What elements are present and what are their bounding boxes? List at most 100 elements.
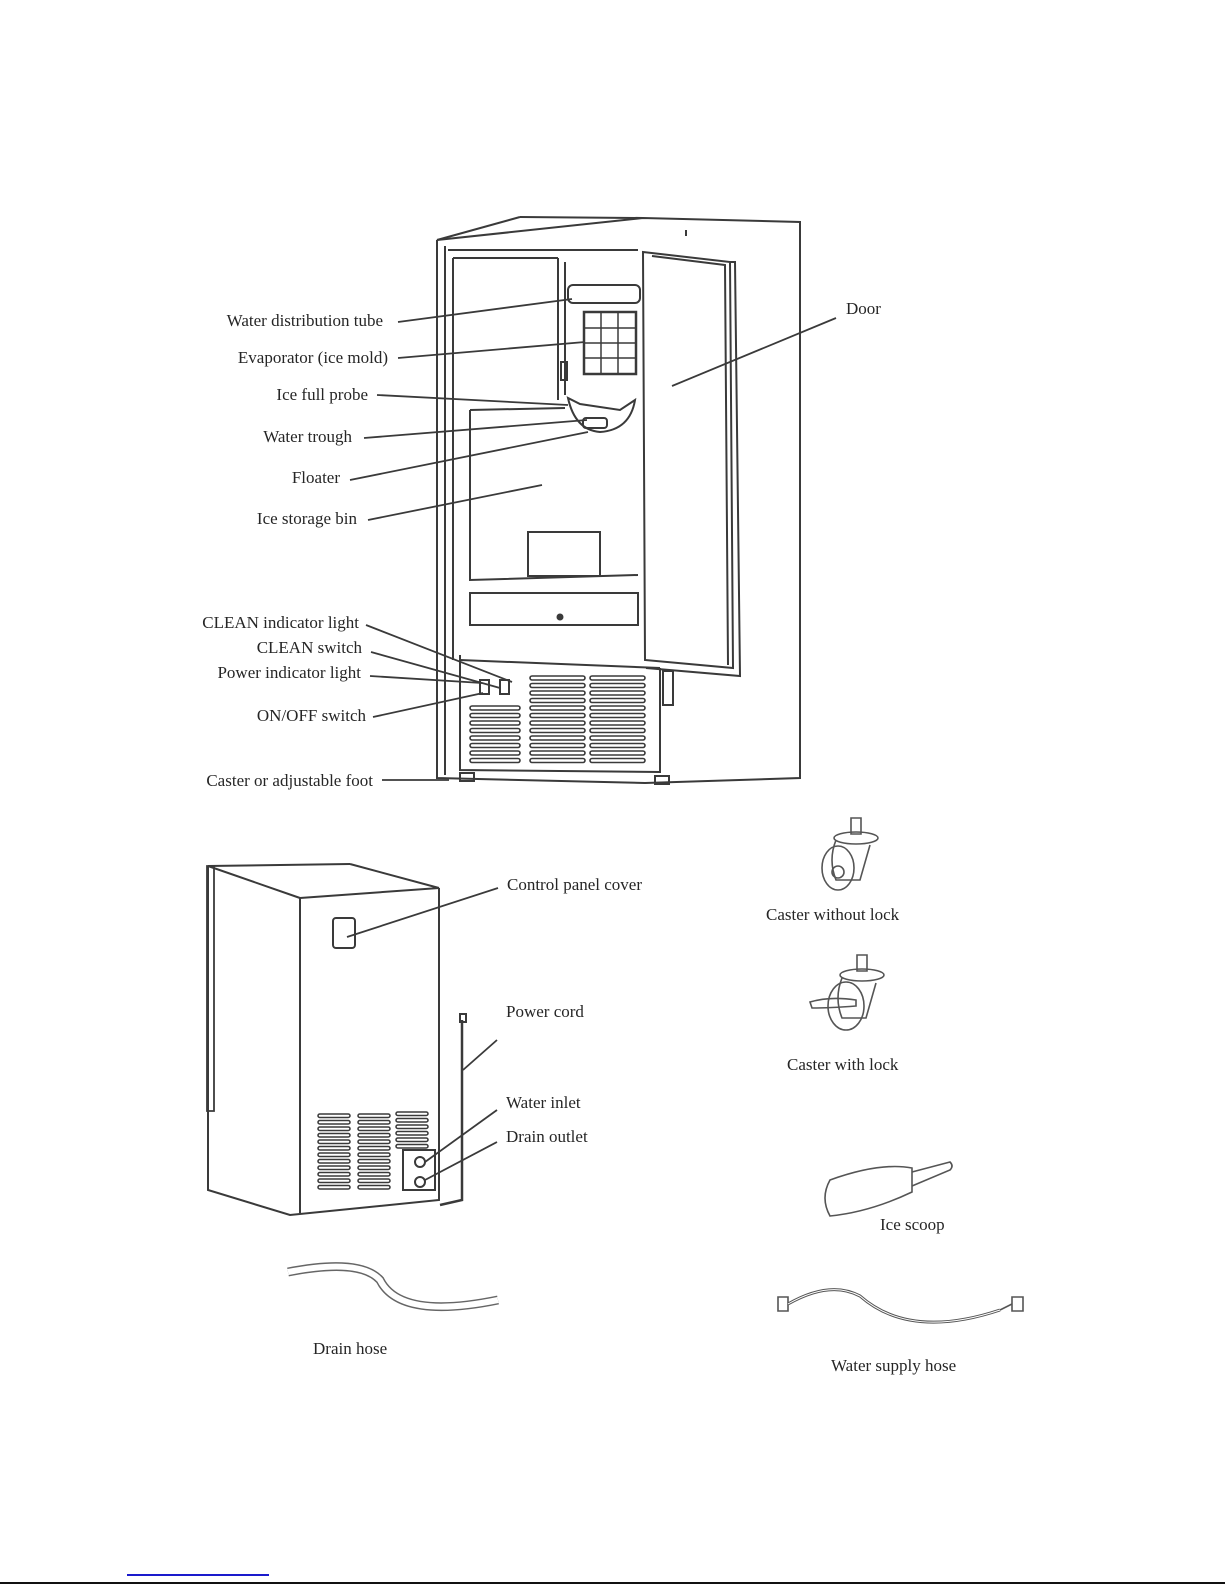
drain-hose-icon — [288, 1267, 498, 1307]
floater-art — [583, 418, 607, 428]
vent-slat — [530, 721, 585, 725]
vent-slat — [318, 1121, 350, 1125]
vent-slat — [590, 759, 645, 763]
vent-slat — [358, 1114, 390, 1118]
vent-slat — [318, 1147, 350, 1151]
label-clean-switch: CLEAN switch — [256, 638, 362, 657]
footer-link-underline[interactable] — [127, 1574, 269, 1576]
label-on-off-switch: ON/OFF switch — [256, 706, 366, 725]
label-water-distribution-tube: Water distribution tube — [226, 311, 383, 330]
vent-slat — [590, 751, 645, 755]
label-drain-outlet: Drain outlet — [506, 1127, 588, 1146]
label-caster-without-lock: Caster without lock — [766, 905, 900, 924]
leader-clean-indicator — [366, 625, 512, 682]
label-water-inlet: Water inlet — [506, 1093, 581, 1112]
vent-slat — [530, 676, 585, 680]
rear-service-plate — [403, 1150, 435, 1190]
vent-slat — [396, 1138, 428, 1142]
leader-water-distribution-tube — [398, 299, 572, 322]
leader-floater — [350, 432, 588, 480]
rear-vents — [318, 1112, 428, 1189]
label-control-panel-cover: Control panel cover — [507, 875, 643, 894]
vent-slat — [470, 706, 520, 710]
rear-leader-lines — [347, 888, 498, 1180]
vent-slat — [358, 1173, 390, 1177]
label-ice-scoop: Ice scoop — [880, 1215, 945, 1234]
ice-scoop-icon — [825, 1162, 952, 1216]
vent-slat — [318, 1173, 350, 1177]
vent-slat — [396, 1119, 428, 1123]
vent-slat — [318, 1179, 350, 1183]
vent-slat — [470, 736, 520, 740]
vent-slat — [358, 1147, 390, 1151]
power-cord-art — [440, 1020, 462, 1205]
label-door: Door — [846, 299, 881, 318]
vent-slat — [358, 1121, 390, 1125]
footer-divider — [0, 1582, 1225, 1584]
vent-slat — [358, 1153, 390, 1157]
foot-left — [460, 773, 474, 781]
lower-grille — [460, 655, 673, 772]
vent-slat — [530, 729, 585, 733]
label-power-indicator-light: Power indicator light — [217, 663, 361, 682]
rear-cabinet — [207, 864, 466, 1215]
vent-slat — [530, 706, 585, 710]
leader-evaporator — [398, 342, 585, 358]
ice-scoop-in-bin — [528, 532, 600, 576]
vent-slat — [530, 751, 585, 755]
label-water-trough: Water trough — [263, 427, 352, 446]
vent-slat — [590, 744, 645, 748]
label-ice-storage-bin: Ice storage bin — [256, 509, 357, 528]
vent-slat — [470, 714, 520, 718]
vent-slat — [530, 691, 585, 695]
front-vents — [470, 676, 645, 763]
vent-slat — [318, 1134, 350, 1138]
front-leader-lines — [350, 299, 836, 780]
vent-slat — [590, 691, 645, 695]
vent-slat — [318, 1160, 350, 1164]
water-distribution-tube-art — [568, 285, 640, 303]
leader-door — [672, 318, 836, 386]
power-switch-art — [480, 680, 489, 694]
caster-with-lock-icon — [810, 955, 884, 1030]
water-trough-art — [568, 398, 635, 432]
vent-slat — [590, 699, 645, 703]
label-caster-foot: Caster or adjustable foot — [206, 771, 373, 790]
vent-slat — [318, 1153, 350, 1157]
vent-slat — [470, 751, 520, 755]
label-ice-full-probe: Ice full probe — [276, 385, 368, 404]
leader-power-indicator — [370, 676, 482, 683]
vent-slat — [358, 1186, 390, 1190]
leader-on-off-switch — [373, 693, 483, 717]
ice-bin — [470, 408, 638, 625]
drain-outlet-art — [415, 1177, 425, 1187]
vent-slat — [318, 1140, 350, 1144]
label-clean-indicator-light: CLEAN indicator light — [202, 613, 359, 632]
vent-slat — [318, 1166, 350, 1170]
vent-slat — [590, 706, 645, 710]
vent-slat — [318, 1186, 350, 1190]
vent-slat — [590, 714, 645, 718]
water-supply-hose-icon — [778, 1290, 1023, 1323]
vent-slat — [358, 1140, 390, 1144]
bin-front-panel — [470, 593, 638, 625]
vent-slat — [358, 1134, 390, 1138]
label-power-cord: Power cord — [506, 1002, 584, 1021]
vent-slat — [590, 721, 645, 725]
vent-slat — [530, 714, 585, 718]
label-water-supply-hose: Water supply hose — [831, 1356, 957, 1375]
label-caster-with-lock: Caster with lock — [787, 1055, 899, 1074]
vent-slat — [590, 676, 645, 680]
evaporator-compartment — [558, 258, 640, 432]
leader-water-trough — [364, 420, 587, 438]
vent-slat — [530, 736, 585, 740]
leader-drain-outlet — [425, 1142, 497, 1180]
vent-slat — [396, 1125, 428, 1129]
vent-slat — [396, 1112, 428, 1116]
vent-slat — [470, 729, 520, 733]
caster-without-lock-icon — [822, 818, 878, 890]
vent-slat — [396, 1145, 428, 1149]
control-panel-cover-art — [333, 918, 355, 948]
